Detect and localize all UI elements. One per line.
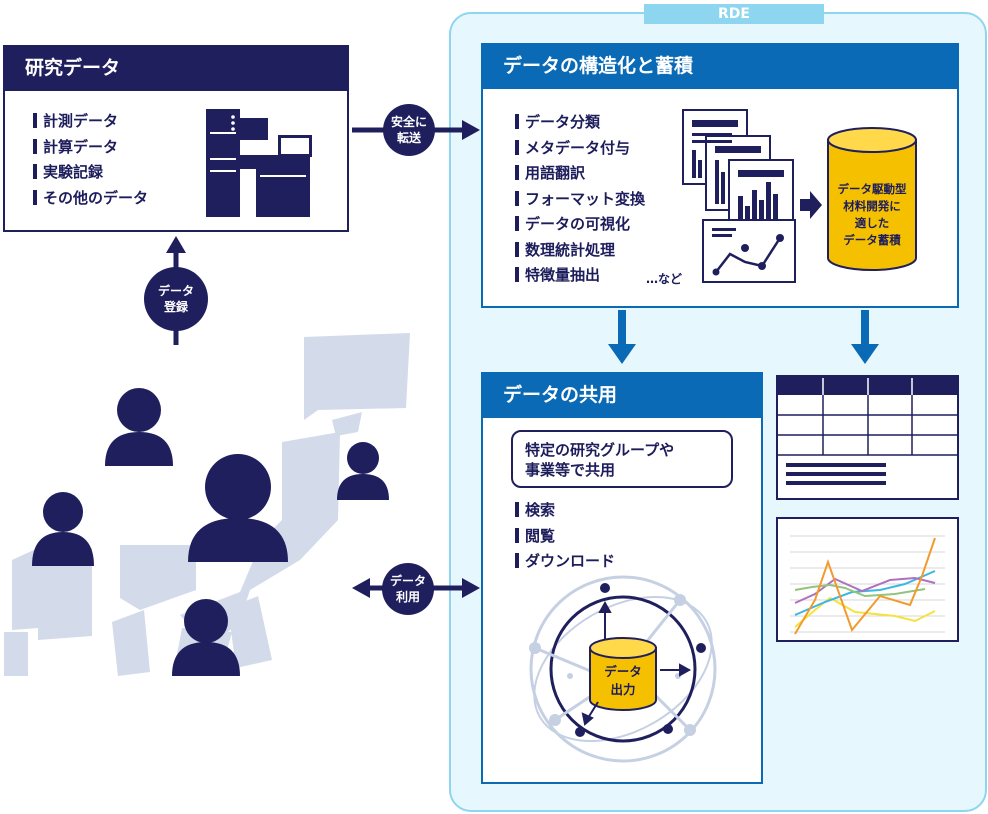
transfer-badge: 安全に転送 xyxy=(383,104,435,156)
list-item: 計算データ xyxy=(33,135,148,161)
list-item: その他のデータ xyxy=(33,186,148,212)
structuring-title: データの構造化と蓄積 xyxy=(483,45,957,89)
etc-label: …など xyxy=(646,272,683,286)
research-data-list: 計測データ 計算データ 実験記録 その他のデータ xyxy=(33,109,148,211)
list-item: メタデータ付与 xyxy=(515,136,645,162)
research-data-title: 研究データ xyxy=(5,47,347,91)
register-badge: データ登録 xyxy=(144,267,208,331)
list-item: データの可視化 xyxy=(515,212,645,238)
list-item: 閲覧 xyxy=(515,524,615,550)
list-item: 数理統計処理 xyxy=(515,238,645,264)
data-output-label: データ出力 xyxy=(604,664,642,697)
rde-tag: RDE xyxy=(644,4,824,24)
sharing-note: 特定の研究グループや事業等で共用 xyxy=(511,430,733,488)
list-item: 計測データ xyxy=(33,109,148,135)
structuring-list: データ分類 メタデータ付与 用語翻訳 フォーマット変換 データの可視化 数理統計… xyxy=(515,110,645,289)
list-item: データ分類 xyxy=(515,110,645,136)
list-item: フォーマット変換 xyxy=(515,187,645,213)
use-badge: データ利用 xyxy=(382,563,434,615)
list-item: ダウンロード xyxy=(515,549,615,575)
list-item: 用語翻訳 xyxy=(515,161,645,187)
list-item: 実験記録 xyxy=(33,160,148,186)
list-item: 検索 xyxy=(515,498,615,524)
sharing-list: 検索 閲覧 ダウンロード xyxy=(515,498,615,575)
list-item: 特徴量抽出 xyxy=(515,263,645,289)
database-label: データ駆動型 材料開発に 適した データ蓄積 xyxy=(837,182,907,247)
sharing-title: データの共用 xyxy=(483,374,761,418)
